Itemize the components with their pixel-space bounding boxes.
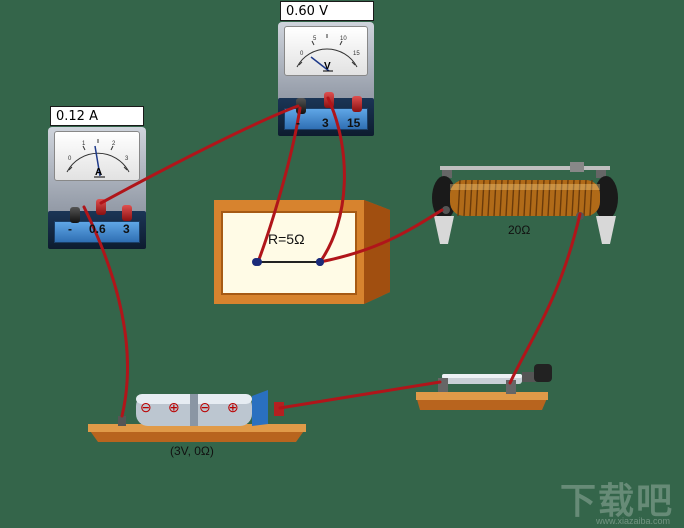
ammeter-readout: 0.12 A	[50, 106, 144, 126]
switch-terminal-right[interactable]	[506, 380, 516, 394]
resistor-terminal-right[interactable]	[316, 258, 324, 266]
rheostat-terminal-bottom[interactable]	[576, 212, 584, 220]
switch-knob[interactable]	[534, 364, 552, 382]
battery-cell-sign-3: ⊖	[199, 399, 211, 415]
ammeter-terminal-negative[interactable]	[70, 207, 80, 223]
voltmeter-readout: 0.60 V	[280, 1, 374, 21]
ammeter-terminal-label-3: 3	[123, 222, 130, 236]
ammeter-scale-3: 3	[125, 156, 129, 162]
voltmeter-terminal-label-negative: -	[296, 116, 300, 130]
rheostat-terminal-left[interactable]	[442, 206, 450, 214]
watermark-logo: 下载吧	[559, 480, 674, 521]
voltmeter-terminal-negative[interactable]	[296, 98, 306, 114]
battery-terminal-left[interactable]	[118, 416, 126, 426]
voltmeter-terminal-15[interactable]	[352, 96, 362, 112]
ammeter-scale-1: 1	[82, 141, 86, 147]
voltmeter-scale-5: 5	[313, 36, 317, 42]
voltmeter-scale-0: 0	[300, 51, 304, 57]
ammeter-unit-symbol: A	[95, 167, 102, 178]
resistor-label: R=5Ω	[268, 231, 305, 247]
rheostat-slider[interactable]	[570, 162, 584, 172]
ammeter-scale-0: 0	[68, 156, 72, 162]
resistor-box[interactable]	[214, 200, 390, 304]
switch[interactable]	[414, 360, 564, 412]
rheostat-label: 20Ω	[508, 223, 531, 237]
voltmeter-dial: 0 5 10 15 V	[284, 26, 368, 76]
voltmeter-terminal-3[interactable]	[324, 92, 334, 108]
watermark-url: www.xiazaiba.com	[595, 516, 670, 526]
voltmeter-needle	[310, 56, 330, 72]
ammeter-needle	[94, 145, 101, 177]
rheostat[interactable]	[420, 156, 630, 248]
voltmeter-terminal-label-15: 15	[347, 116, 361, 130]
ammeter-terminal-label-negative: -	[68, 222, 72, 236]
ammeter-terminal-3[interactable]	[122, 205, 132, 221]
battery-label: (3V, 0Ω)	[170, 444, 214, 458]
voltmeter-scale-15: 15	[353, 51, 360, 57]
battery-terminal-right[interactable]	[274, 402, 284, 416]
ammeter-scale-2: 2	[112, 141, 116, 147]
ammeter-terminal-0.6[interactable]	[96, 199, 106, 215]
voltmeter-terminal-label-3: 3	[322, 116, 329, 130]
battery-cell-sign-2: ⊕	[168, 399, 180, 415]
battery[interactable]	[88, 388, 306, 444]
ammeter-dial: 0 1 2 3 A	[54, 131, 140, 181]
resistor-terminal-left[interactable]	[252, 258, 260, 266]
battery-cell-sign-4: ⊕	[227, 399, 239, 415]
voltmeter-unit-symbol: V	[324, 61, 331, 72]
ammeter-terminal-label-0.6: 0.6	[89, 222, 106, 236]
switch-terminal-left[interactable]	[438, 378, 448, 392]
voltmeter-scale-10: 10	[340, 36, 347, 42]
battery-cell-sign-1: ⊖	[140, 399, 152, 415]
